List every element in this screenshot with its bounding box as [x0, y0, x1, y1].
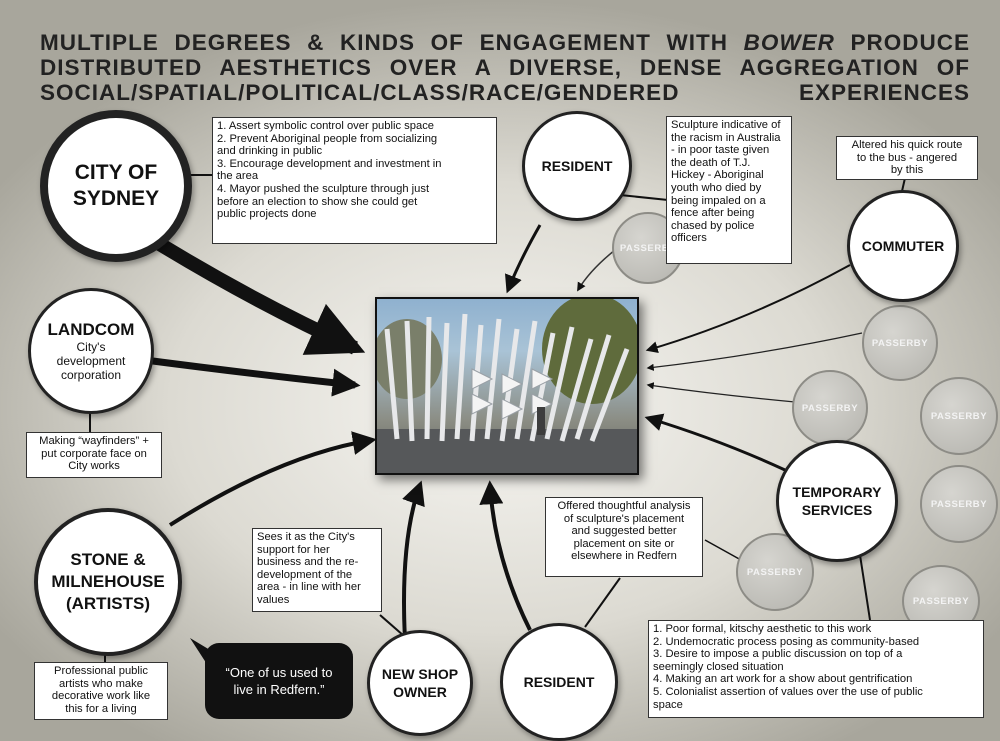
- node-city-of-sydney: CITY OF SYDNEY: [40, 110, 192, 262]
- arrow-resident-top: [504, 224, 542, 294]
- node-resident-top: RESIDENT: [522, 111, 632, 221]
- node-commuter: COMMUTER: [847, 190, 959, 302]
- quote-bubble: “One of us used to live in Redfern.”: [205, 643, 353, 719]
- sculpture-illustration: [377, 299, 637, 473]
- node-resident-bottom: RESIDENT: [500, 623, 618, 741]
- arrow-passerby-1: [646, 332, 863, 371]
- node-artists: STONE & MILNEHOUSE (ARTISTS): [34, 508, 182, 656]
- arrow-temporary-services: [644, 413, 786, 472]
- arrow-new-shop-owner: [402, 480, 425, 641]
- note-city-of-sydney: 1. Assert symbolic control over public s…: [212, 117, 497, 244]
- node-temporary-services: TEMPORARY SERVICES: [776, 440, 898, 562]
- diagram-title: MULTIPLE DEGREES & KINDS OF ENGAGEMENT W…: [40, 30, 970, 105]
- node-landcom: LANDCOM City's development corporation: [28, 288, 154, 414]
- arrow-artists: [168, 431, 377, 527]
- title-line3: SOCIAL/SPATIAL/POLITICAL/CLASS/RACE/GEND…: [40, 80, 970, 105]
- title-line2: DISTRIBUTED AESTHETICS OVER A DIVERSE, D…: [40, 55, 970, 80]
- passerby-node: PASSERBY: [920, 377, 998, 455]
- passerby-node: PASSERBY: [792, 370, 868, 446]
- connector-temporary-note: [859, 554, 871, 621]
- note-temporary-services: 1. Poor formal, kitschy aesthetic to thi…: [648, 620, 984, 718]
- arrow-passerby-2: [646, 382, 796, 403]
- passerby-node: PASSERBY: [920, 465, 998, 543]
- node-new-shop-owner: NEW SHOP OWNER: [367, 630, 473, 736]
- connector-resident-note: [619, 194, 669, 201]
- arrow-landcom: [144, 356, 361, 397]
- arrow-city-of-sydney: [141, 229, 366, 355]
- title-line1: MULTIPLE DEGREES & KINDS OF ENGAGEMENT W…: [40, 30, 970, 55]
- bower-sculpture-photo: [375, 297, 639, 475]
- note-landcom: Making “wayfinders” +put corporate face …: [26, 432, 162, 478]
- arrow-passerby-top: [577, 249, 616, 292]
- connector-resident-bottom-note: [584, 577, 621, 628]
- passerby-node: PASSERBY: [862, 305, 938, 381]
- quote-line: “One of us used to: [225, 665, 333, 680]
- arrow-commuter: [645, 264, 851, 354]
- quote-line: live in Redfern.”: [233, 682, 325, 697]
- arrow-resident-bottom: [479, 480, 532, 631]
